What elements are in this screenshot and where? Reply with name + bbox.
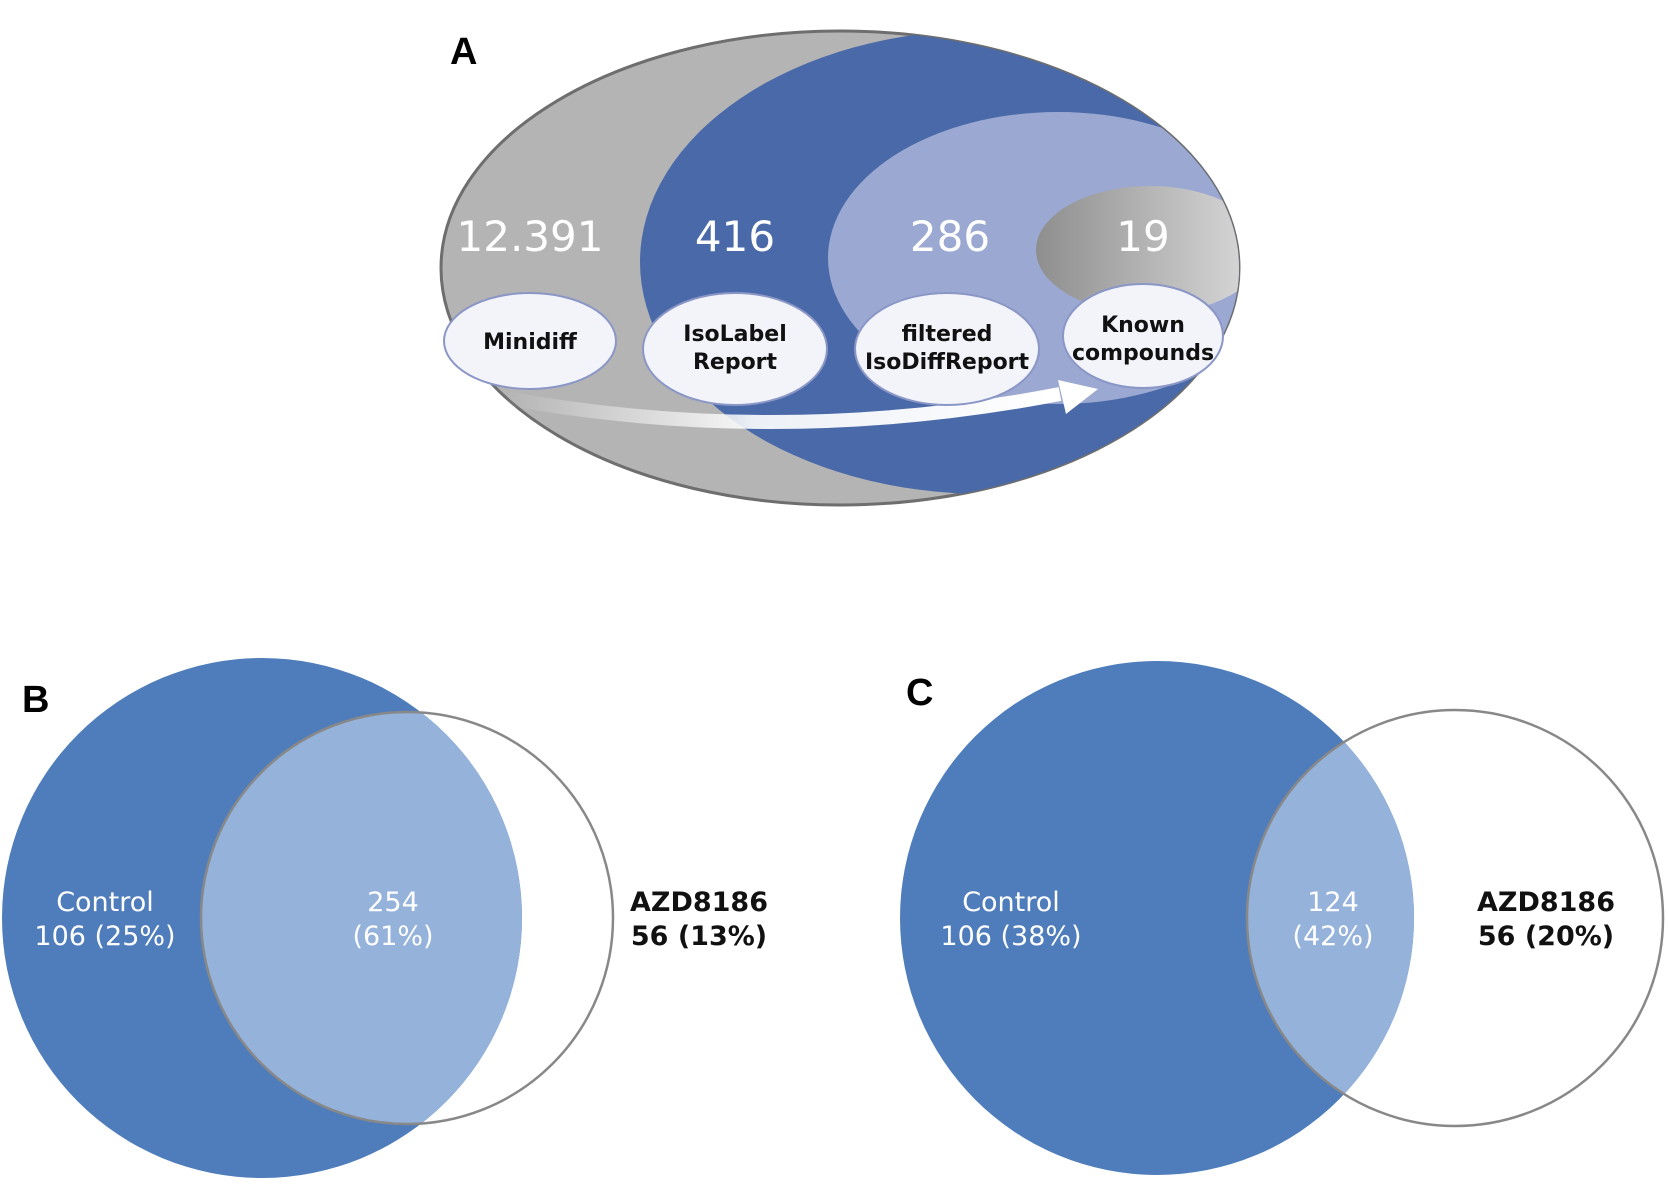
minidiff-label: Minidiff (483, 330, 578, 355)
venn-b-overlap-value: 254 (367, 887, 419, 918)
isolabel-label-bubble (642, 292, 828, 406)
venn-c-azd-name: AZD8186 (1477, 887, 1615, 918)
venn-b-azd8186-circle (199, 710, 615, 1126)
venn-b-azd-name: AZD8186 (630, 887, 768, 918)
venn-c-overlap-percent: (42%) (1292, 921, 1373, 952)
panel-b: B Control 106 (25%) 254 (61%) AZD8186 56… (2, 658, 768, 1178)
venn-c-azd-value: 56 (20%) (1478, 921, 1614, 952)
venn-b-control-name: Control (56, 887, 154, 918)
venn-c-control-circle (900, 661, 1414, 1175)
venn-b-control-value: 106 (25%) (34, 921, 175, 952)
venn-c-control-name: Control (962, 887, 1060, 918)
known-label-line1: Known (1101, 313, 1185, 338)
filtered-label-line2: IsoDiffReport (865, 350, 1030, 375)
filtered-count: 286 (910, 212, 990, 261)
minidiff-count: 12.391 (457, 212, 604, 261)
isolabel-label-line2: Report (693, 350, 778, 375)
filtered-label-line1: filtered (902, 322, 993, 347)
known-compounds-set (1036, 186, 1239, 314)
panel-a: A 12.391 416 286 19 Minidiff IsoLabel Re… (439, 29, 1241, 507)
panel-a-letter: A (450, 31, 477, 73)
panel-c: C Control 106 (38%) 124 (42%) AZD8186 56… (900, 661, 1665, 1175)
venn-b-azd-value: 56 (13%) (631, 921, 767, 952)
known-label-bubble (1062, 283, 1224, 389)
filtered-label-bubble (854, 292, 1040, 406)
venn-c-control-value: 106 (38%) (940, 921, 1081, 952)
venn-b-overlap-percent: (61%) (352, 921, 433, 952)
isolabel-count: 416 (695, 212, 775, 261)
venn-c-overlap-value: 124 (1307, 887, 1359, 918)
panel-b-letter: B (22, 679, 49, 721)
venn-c-overlap-region (1247, 710, 1414, 1126)
minidiff-label-bubble (443, 292, 617, 390)
flow-arrow (503, 380, 1098, 429)
venn-c-azd8186-circle (1245, 708, 1665, 1128)
known-label-line2: compounds (1072, 341, 1214, 366)
known-count: 19 (1116, 212, 1169, 261)
panel-c-letter: C (906, 672, 933, 714)
venn-b-overlap-region (201, 712, 522, 1124)
isolabel-label-line1: IsoLabel (683, 322, 786, 347)
